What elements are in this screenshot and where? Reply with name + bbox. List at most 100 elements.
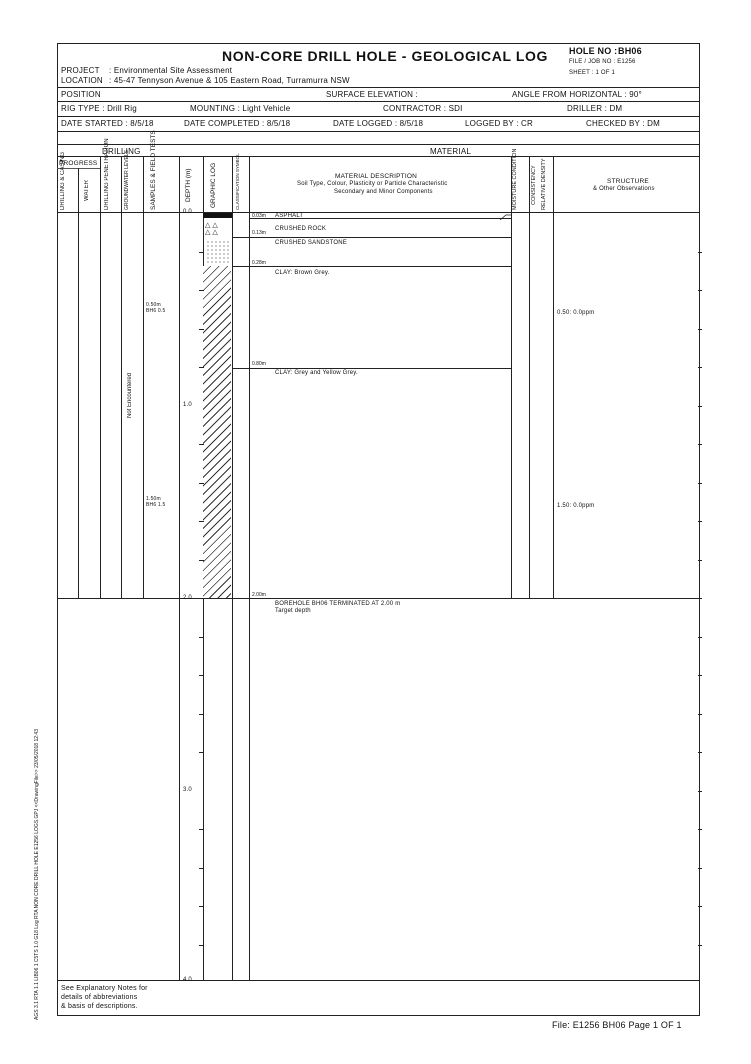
footer-note-line-1: See Explanatory Notes for: [61, 985, 148, 992]
file-footer: File: E1256 BH06 Page 1 OF 1: [552, 1020, 682, 1030]
sample-depth-2: 1.50m: [146, 496, 161, 502]
groundwater-status: Not Encountered: [127, 372, 133, 418]
date-started-field: DATE STARTED : 8/5/18: [61, 119, 154, 128]
mounting-field: MOUNTING : Light Vehicle: [190, 104, 291, 113]
depth-tick: [199, 444, 204, 445]
depth-tick: [199, 906, 204, 907]
samples-header: SAMPLES & FIELD TESTS: [150, 130, 157, 210]
structure-subheader: & Other Observations: [593, 186, 655, 192]
depth-label-0: 0.0: [183, 209, 192, 215]
right-edge-tick: [698, 406, 702, 407]
layer-depth-crushed-rock: 0.13m: [252, 230, 266, 236]
right-edge-tick: [698, 945, 702, 946]
observation-2: 1.50: 0.0ppm: [557, 503, 595, 509]
file-job-no: FILE / JOB NO : E1256: [569, 59, 636, 65]
groundwater-levels-header: GROUNDWATER LEVELS: [124, 149, 130, 210]
surface-elevation-field: SURFACE ELEVATION :: [326, 90, 418, 99]
drilling-section-title: DRILLING: [102, 147, 141, 156]
relative-density-header: RELATIVE DENSITY: [541, 158, 547, 210]
right-edge-tick: [698, 598, 702, 599]
structure-header: STRUCTURE: [607, 178, 649, 185]
project-label: PROJECT: [61, 66, 100, 75]
depth-tick: [199, 829, 204, 830]
right-edge-tick: [698, 637, 702, 638]
sample-id-2: BH6 1.5: [146, 502, 166, 508]
right-edge-tick: [698, 521, 702, 522]
depth-tick: [199, 868, 204, 869]
angle-field: ANGLE FROM HORIZONTAL : 90°: [512, 90, 642, 99]
depth-header: DEPTH (m): [185, 168, 192, 202]
right-edge-tick: [698, 444, 702, 445]
crushed-sandstone-dots: [206, 240, 230, 264]
water-header: WATER: [84, 180, 90, 202]
depth-tick: [199, 560, 204, 561]
hole-no: BH06: [618, 46, 642, 56]
date-completed-field: DATE COMPLETED : 8/5/18: [184, 119, 291, 128]
location-label: LOCATION: [61, 76, 103, 85]
right-edge-tick: [698, 252, 702, 253]
depth-label-1: 1.0: [183, 402, 192, 408]
classification-header: CLASSIFICATION SYMBOL: [235, 153, 240, 210]
moisture-header: MOISTURE CONDITION: [512, 148, 518, 210]
drilling-casing-header: DRILLING & CASING: [60, 151, 66, 210]
depth-tick: [199, 752, 204, 753]
progress-header: PROGRESS: [59, 160, 98, 167]
layer-depth-clay-brown: 0.28m: [252, 260, 266, 266]
depth-tick: [199, 290, 204, 291]
driller-field: DRILLER : DM: [567, 104, 623, 113]
material-description-subheader: Soil Type, Colour, Plasticity or Particl…: [297, 181, 448, 187]
clay-hatch-pattern: [203, 266, 231, 598]
log-sheet: [57, 43, 700, 1016]
right-edge-tick: [698, 329, 702, 330]
footer-note-line-2: details of abbreviations: [61, 994, 138, 1001]
depth-tick: [199, 483, 204, 484]
sample-id-1: BH6 0.5: [146, 308, 166, 314]
right-edge-tick: [698, 560, 702, 561]
date-logged-field: DATE LOGGED : 8/5/18: [333, 119, 424, 128]
material-description-subheader-2: Secondary and Minor Components: [334, 189, 433, 195]
log-title: NON-CORE DRILL HOLE - GEOLOGICAL LOG: [222, 48, 548, 64]
layer-depth-asphalt: 0.03m: [252, 213, 266, 219]
side-file-path: AGS 3.1 RTA 1.1 LIB06 1 C5TS 1.0 G18 Log…: [34, 729, 40, 1020]
logged-by-field: LOGGED BY : CR: [465, 119, 534, 128]
right-edge-tick: [698, 829, 702, 830]
depth-label-2: 2.0: [183, 595, 192, 601]
termination-text: BOREHOLE BH06 TERMINATED AT 2.00 m: [275, 601, 401, 607]
right-edge-tick: [698, 868, 702, 869]
right-edge-tick: [698, 714, 702, 715]
material-section-title: MATERIAL: [430, 147, 472, 156]
sample-depth-1: 0.50m: [146, 302, 161, 308]
crushed-rock-symbol: △ △△ △: [205, 222, 218, 236]
consistency-header: CONSISTENCY: [531, 165, 537, 205]
right-edge-tick: [698, 791, 702, 792]
footer-note-line-3: & basis of descriptions.: [61, 1003, 138, 1010]
right-edge-tick: [698, 367, 702, 368]
depth-tick: [199, 521, 204, 522]
project-value: : Environmental Site Assessment: [109, 66, 233, 75]
layer-desc-crushed-sandstone: CRUSHED SANDSTONE: [275, 240, 347, 246]
depth-tick: [199, 714, 204, 715]
layer-depth-termination: 2.00m: [252, 592, 266, 598]
termination-note: Target depth: [275, 608, 311, 614]
rig-type-field: RIG TYPE : Drill Rig: [61, 104, 137, 113]
right-edge-tick: [698, 752, 702, 753]
depth-label-4: 4.0: [183, 977, 192, 983]
depth-tick: [199, 945, 204, 946]
layer-depth-clay-grey: 0.80m: [252, 361, 266, 367]
layer-desc-asphalt: ASPHALT: [275, 213, 304, 219]
layer-desc-crushed-rock: CRUSHED ROCK: [275, 226, 327, 232]
right-edge-tick: [698, 483, 702, 484]
depth-tick: [199, 637, 204, 638]
depth-label-3: 3.0: [183, 787, 192, 793]
depth-tick: [199, 367, 204, 368]
right-edge-tick: [698, 906, 702, 907]
drilling-penetration-header: DRILLING PENETRATION: [104, 138, 110, 210]
contractor-field: CONTRACTOR : SDI: [383, 104, 463, 113]
sheet-number: SHEET : 1 OF 1: [569, 70, 616, 76]
hole-no-label: HOLE NO :: [569, 46, 618, 56]
layer-desc-clay-grey: CLAY: Grey and Yellow Grey.: [275, 370, 358, 376]
layer-desc-clay-brown: CLAY: Brown Grey.: [275, 270, 330, 276]
asphalt-connector: [500, 214, 511, 221]
graphic-log-header: GRAPHIC LOG: [210, 162, 217, 208]
checked-by-field: CHECKED BY : DM: [586, 119, 660, 128]
